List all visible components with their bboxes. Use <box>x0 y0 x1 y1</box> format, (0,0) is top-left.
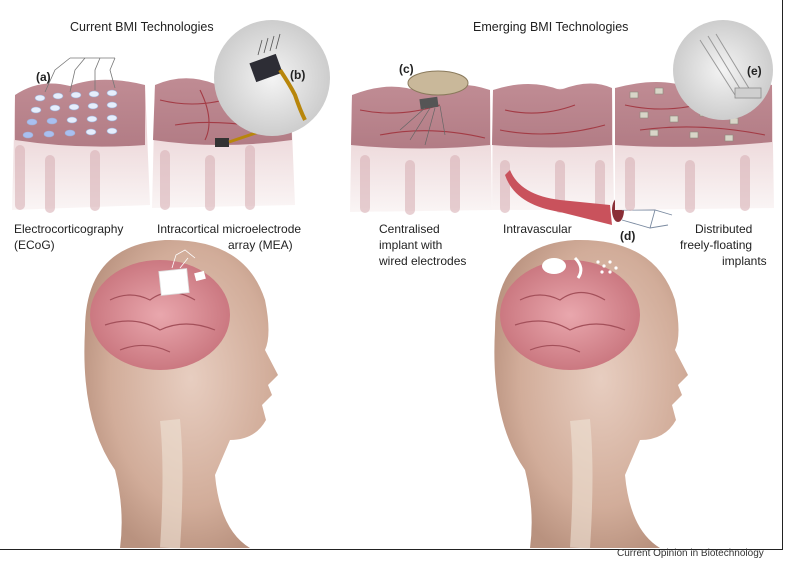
caption-b-line2: array (MEA) <box>228 238 293 253</box>
caption-e-line1: Distributed <box>695 222 752 237</box>
mea-zoom-circle <box>214 20 330 136</box>
figure-credit: Current Opinion in Biotechnology <box>617 546 764 561</box>
caption-a-line2: (ECoG) <box>14 238 55 253</box>
caption-e-line3: implants <box>722 254 767 269</box>
panel-label-d: (d) <box>620 229 635 244</box>
section-title-emerging: Emerging BMI Technologies <box>473 20 628 35</box>
caption-c-line2: implant with <box>379 238 442 253</box>
caption-b-line1: Intracortical microelectrode <box>157 222 301 237</box>
caption-d-line1: Intravascular <box>503 222 572 237</box>
panel-label-b: (b) <box>290 68 305 83</box>
mea-chip <box>215 138 229 147</box>
brain-right <box>500 260 640 370</box>
caption-e-line2: freely-floating <box>680 238 752 253</box>
tissue-block-ecog <box>12 58 150 210</box>
panel-label-e: (e) <box>747 64 762 79</box>
section-title-current: Current BMI Technologies <box>70 20 214 35</box>
head-current <box>84 240 278 548</box>
caption-c-line1: Centralised <box>379 222 440 237</box>
head-emerging <box>494 240 688 548</box>
ecog-implant-on-head <box>159 269 189 296</box>
central-implant-on-head <box>542 258 566 274</box>
panel-label-c: (c) <box>399 62 414 77</box>
caption-c-line3: wired electrodes <box>379 254 466 269</box>
tissue-block-centralised <box>350 71 492 212</box>
panel-label-a: (a) <box>36 70 51 85</box>
caption-a-line1: Electrocorticography <box>14 222 123 237</box>
central-implant-disc <box>408 71 468 95</box>
